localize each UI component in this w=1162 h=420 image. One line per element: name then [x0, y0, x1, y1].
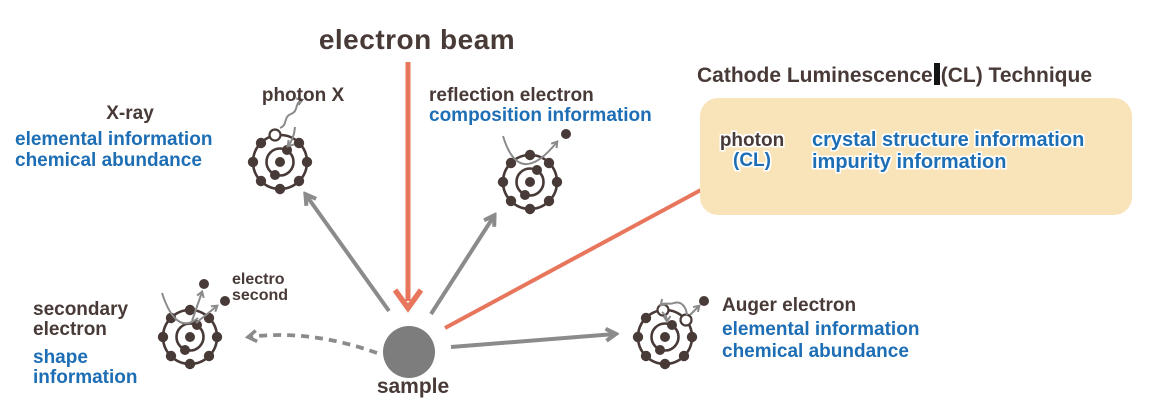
- cl-info-line2: impurity information: [812, 151, 1007, 173]
- secondary-ejected-label: electro second: [232, 272, 288, 304]
- emission-arrow-photon-x: [306, 195, 391, 313]
- reflection-label: reflection electron: [429, 85, 594, 106]
- xray-info-line2: chemical abundance: [15, 150, 202, 171]
- photon-x-label: photon X: [261, 85, 345, 106]
- cl-panel: photon (CL) crystal structure informatio…: [700, 98, 1132, 215]
- scatter-trajectory: [502, 135, 559, 165]
- ejected-electron-icon: [561, 129, 571, 139]
- emission-arrow-reflection: [429, 216, 494, 316]
- cl-photon-word: photon: [719, 130, 785, 151]
- ejected-electron-icon: [220, 296, 230, 306]
- vacancy-electron-icon: [268, 128, 282, 142]
- auger-label: Auger electron: [722, 295, 857, 316]
- secondary-label: secondary electron: [33, 300, 128, 340]
- text-cursor: [933, 63, 940, 85]
- ejected-electron-icon: [199, 279, 209, 289]
- diagram-title: electron beam: [318, 24, 516, 55]
- cl-info-text: crystal structure information impurity i…: [812, 129, 1084, 173]
- ejection-arrow: [195, 304, 219, 324]
- atom-icon-secondary: [157, 279, 230, 370]
- secondary-info-line1: shape: [33, 347, 88, 368]
- transition-arrow: [286, 126, 296, 148]
- vacancy-electron-icon: [679, 313, 693, 327]
- cl-heading-right: (CL) Technique: [940, 64, 1092, 87]
- cathodoluminescence-arrow: [444, 184, 712, 330]
- electron-beam-arrow: [392, 62, 424, 313]
- scatter-trajectory: [161, 292, 199, 325]
- secondary-info-line2: information: [33, 367, 138, 388]
- cl-heading-left: Cathode Luminescence: [697, 64, 933, 87]
- secondary-label-line2: electron: [33, 319, 107, 340]
- sample-label: sample: [376, 375, 450, 398]
- ejection-arrow: [191, 289, 205, 322]
- transition-arrow: [661, 311, 672, 324]
- secondary-ejected-line2: second: [232, 287, 289, 304]
- atom-icon-photon-x: [247, 97, 313, 195]
- cl-heading: Cathode Luminescence (CL) Technique: [697, 63, 1092, 88]
- ejection-arrow: [689, 304, 701, 316]
- emission-arrow-auger: [450, 334, 615, 349]
- ejected-electron-icon: [699, 296, 709, 306]
- xray-info-text: elemental information chemical abundance: [15, 129, 212, 171]
- cl-abbrev: (CL): [733, 150, 771, 171]
- xray-info-line1: elemental information: [15, 129, 213, 150]
- reflection-info-line1: composition information: [429, 105, 652, 126]
- auger-info-line2: chemical abundance: [722, 341, 909, 362]
- secondary-ejected-line1: electro: [232, 271, 285, 288]
- atom-icon-reflection: [497, 129, 571, 215]
- secondary-info-text: shape information: [33, 348, 138, 388]
- wavy-photon-arrow: [659, 298, 688, 316]
- secondary-label-line1: secondary: [33, 299, 129, 320]
- sample-dot: [383, 326, 435, 378]
- cl-photon-label: photon (CL): [714, 131, 790, 171]
- auger-info-line1: elemental information: [722, 319, 920, 340]
- atom-icon-auger: [632, 296, 709, 370]
- dashed-return-arrow: [249, 335, 378, 355]
- auger-info-text: elemental information chemical abundance: [722, 319, 919, 363]
- wavy-photon-arrow: [279, 97, 305, 129]
- cl-info-line1: crystal structure information: [812, 129, 1085, 151]
- xray-label: X-ray: [106, 103, 154, 124]
